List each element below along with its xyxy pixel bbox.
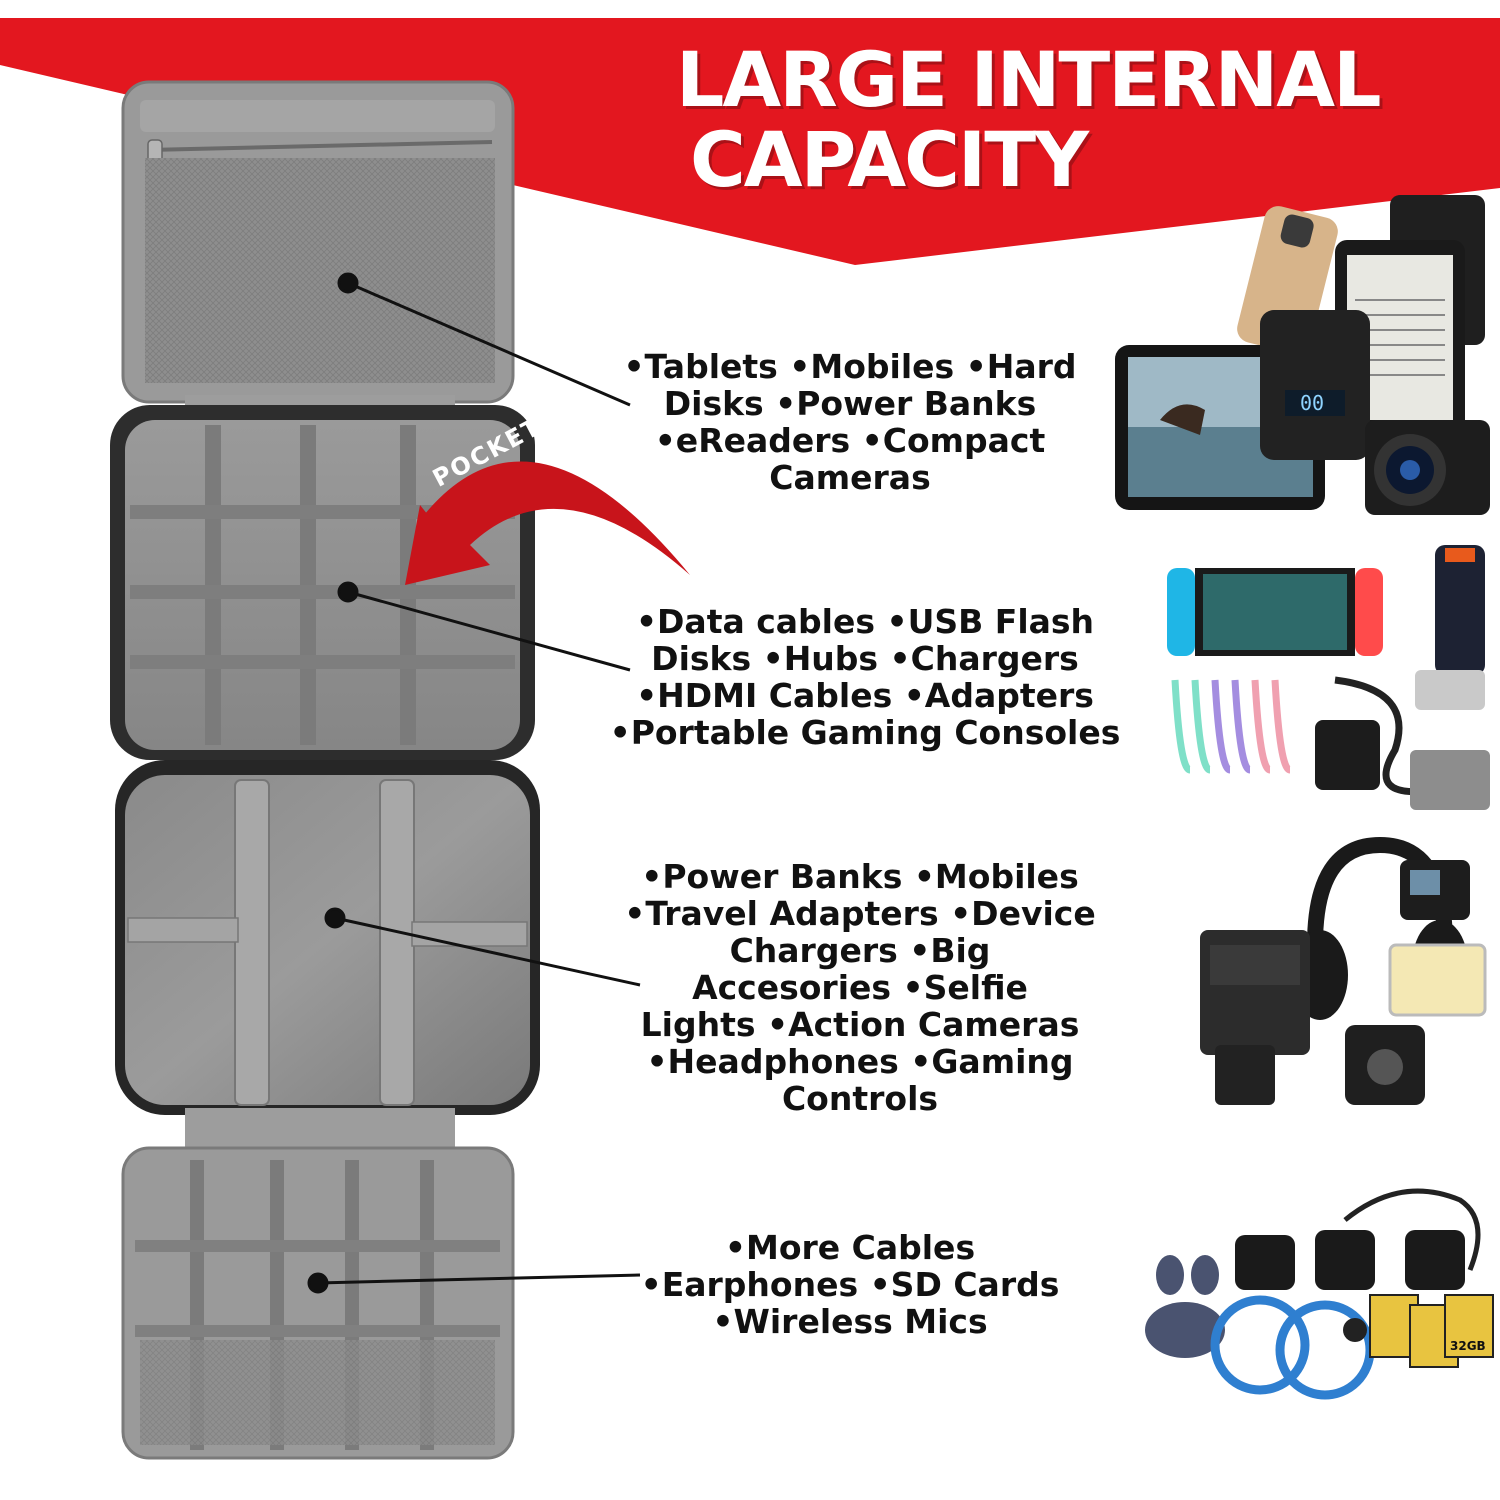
power-bank-display: 00 xyxy=(1300,391,1324,415)
top-mesh-panel xyxy=(121,80,515,420)
headline-line-2: CAPACITY xyxy=(690,115,1089,204)
caption-tablets: •Tablets •Mobiles •Hard Disks •Power Ban… xyxy=(623,347,1077,497)
main-compartment xyxy=(115,760,540,1153)
leader-lines xyxy=(307,272,641,1294)
header-banner xyxy=(0,18,1500,265)
caption-more-cables: •More Cables •Earphones •SD Cards •Wirel… xyxy=(640,1228,1060,1341)
earphones-group-image: 32GB xyxy=(1145,1188,1494,1400)
headline-line-1: LARGE INTERNAL xyxy=(676,35,1382,124)
sd-card-capacity: 32GB xyxy=(1450,1339,1486,1353)
bottom-strap-panel xyxy=(121,1146,515,1460)
caption-power-banks: •Power Banks •Mobiles •Travel Adapters •… xyxy=(624,857,1096,1118)
caption-cables: •Data cables •USB Flash Disks •Hubs •Cha… xyxy=(609,602,1121,752)
pocket-arrow xyxy=(405,461,690,585)
devices-group-image: 00 xyxy=(1115,195,1490,515)
cables-group-image xyxy=(1167,545,1490,810)
accessories-group-image xyxy=(1200,836,1487,1105)
elastic-strap-panel xyxy=(110,405,535,760)
